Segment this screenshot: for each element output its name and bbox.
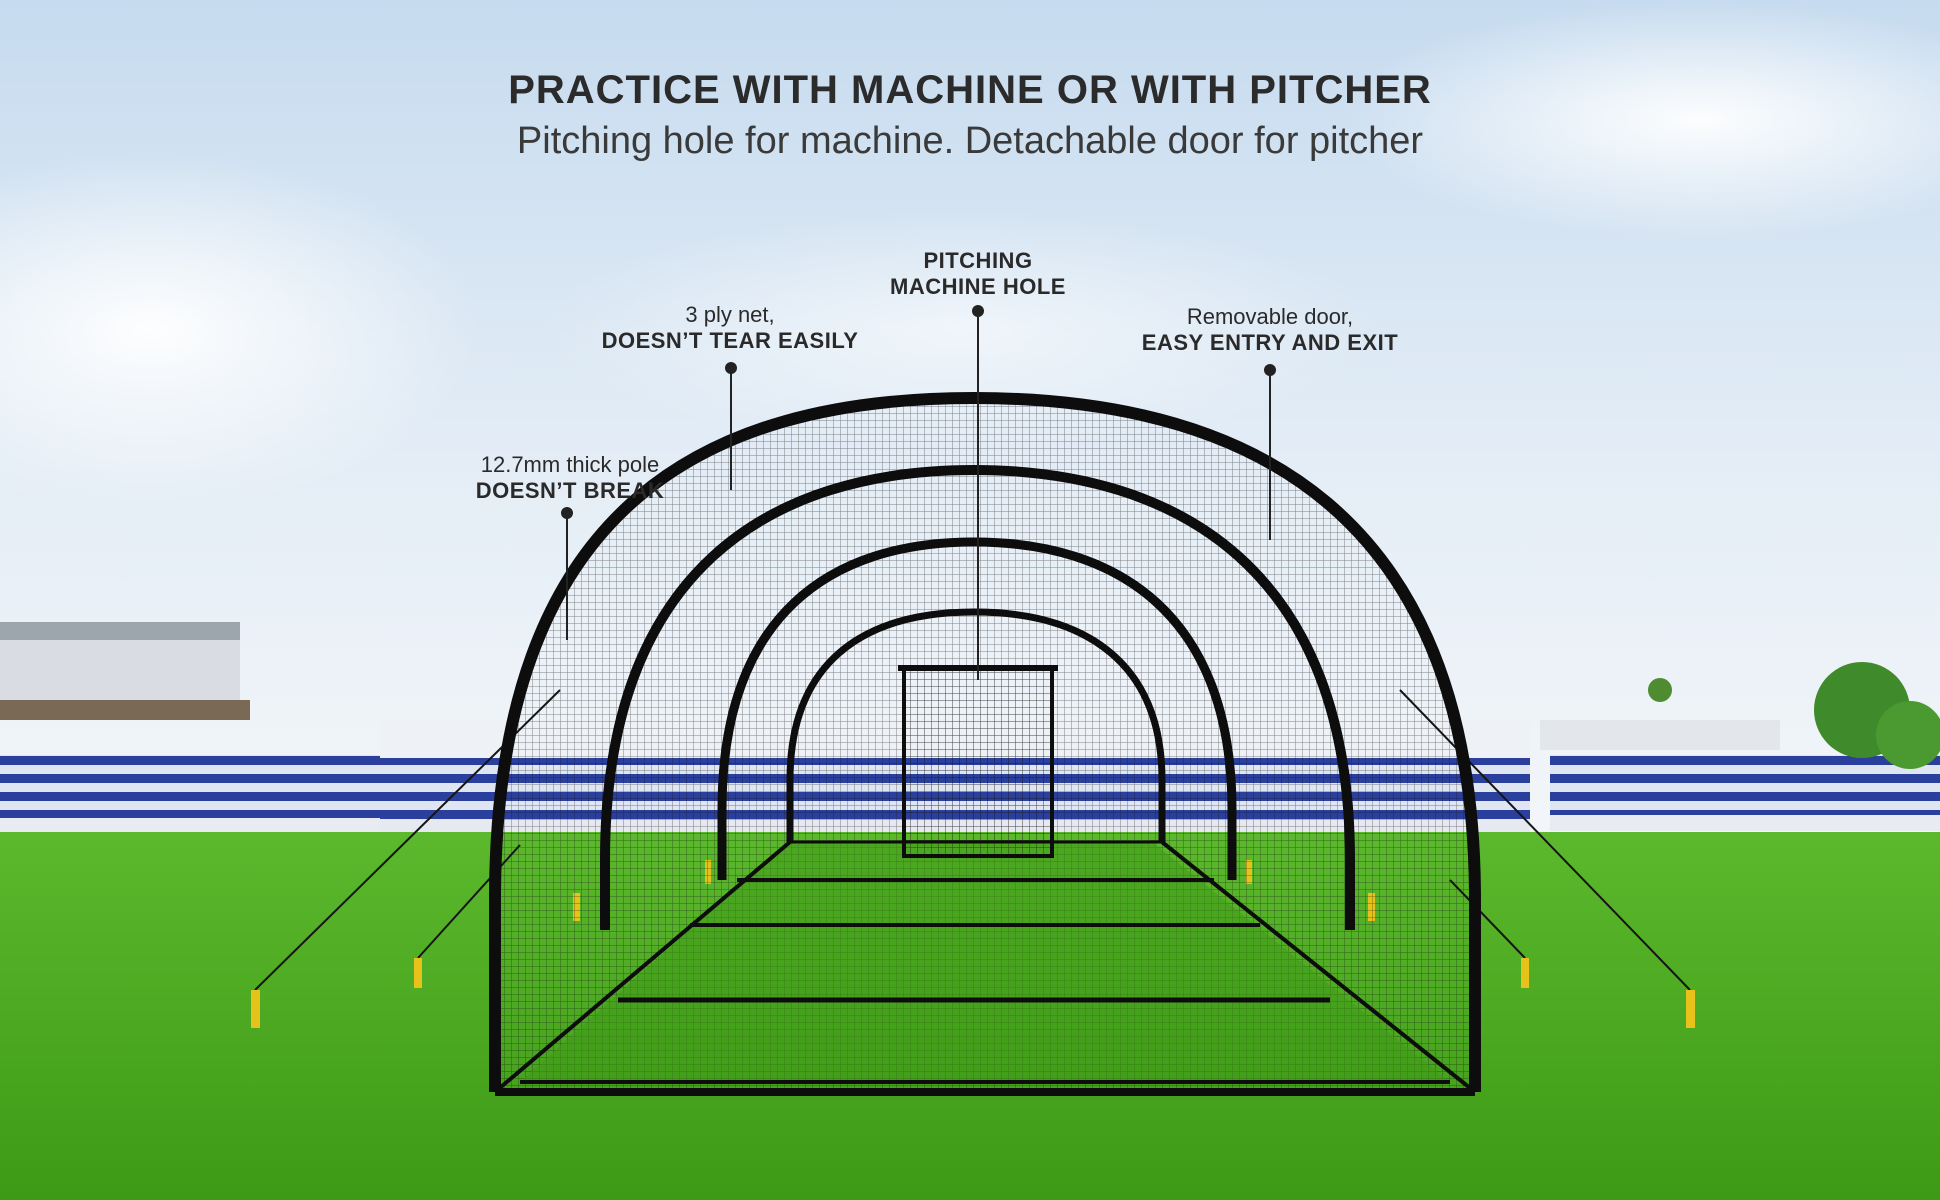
callout-net: 3 ply net, DOESN’T TEAR EASILY xyxy=(575,302,885,355)
callout-pole-line1: 12.7mm thick pole xyxy=(480,452,660,477)
stadium-left xyxy=(0,622,390,832)
page-subtitle: Pitching hole for machine. Detachable do… xyxy=(516,120,1424,162)
callout-door: Removable door, EASY ENTRY AND EXIT xyxy=(1115,304,1425,357)
callout-machine-hole: PITCHING MACHINE HOLE xyxy=(858,248,1098,301)
callout-pointers xyxy=(561,305,1276,680)
stadium-right xyxy=(1540,662,1940,831)
callout-net-line2: DOESN’T TEAR EASILY xyxy=(601,328,859,354)
pitching-machine-hole xyxy=(902,666,1054,858)
cloud xyxy=(540,210,1380,450)
cloud xyxy=(1340,0,1940,240)
callout-pole-line2: DOESN’T BREAK xyxy=(475,478,665,504)
callout-hole-line1: PITCHING xyxy=(923,248,1033,273)
callout-door-line1: Removable door, xyxy=(1186,304,1354,329)
batting-cage xyxy=(489,391,1481,1096)
callout-net-line1: 3 ply net, xyxy=(685,302,775,327)
callout-hole-line2: MACHINE HOLE xyxy=(890,274,1066,300)
cloud xyxy=(0,150,480,510)
callout-door-line2: EASY ENTRY AND EXIT xyxy=(1141,330,1399,356)
page-title: PRACTICE WITH MACHINE OR WITH PITCHER xyxy=(508,68,1432,112)
callout-pole: 12.7mm thick pole DOESN’T BREAK xyxy=(445,452,695,505)
